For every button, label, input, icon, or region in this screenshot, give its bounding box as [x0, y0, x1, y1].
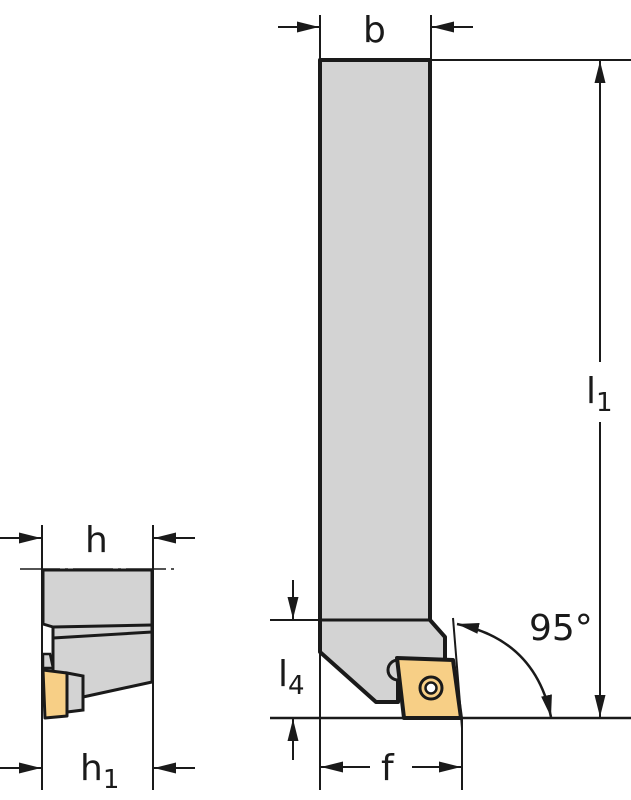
angle-arc — [456, 622, 553, 718]
side-insert — [41, 668, 69, 720]
label-f: f — [381, 748, 395, 789]
top-view: b l1 l4 f 95° — [270, 10, 631, 790]
label-l4: l4 — [278, 654, 305, 701]
insert-screw-icon — [418, 675, 444, 701]
label-h: h — [85, 520, 108, 561]
label-l1: l1 — [586, 371, 613, 418]
label-angle: 95° — [529, 608, 593, 649]
side-view: h h1 — [0, 520, 195, 795]
label-b: b — [363, 10, 386, 51]
shank-body — [318, 58, 447, 704]
label-h1: h1 — [80, 748, 119, 795]
